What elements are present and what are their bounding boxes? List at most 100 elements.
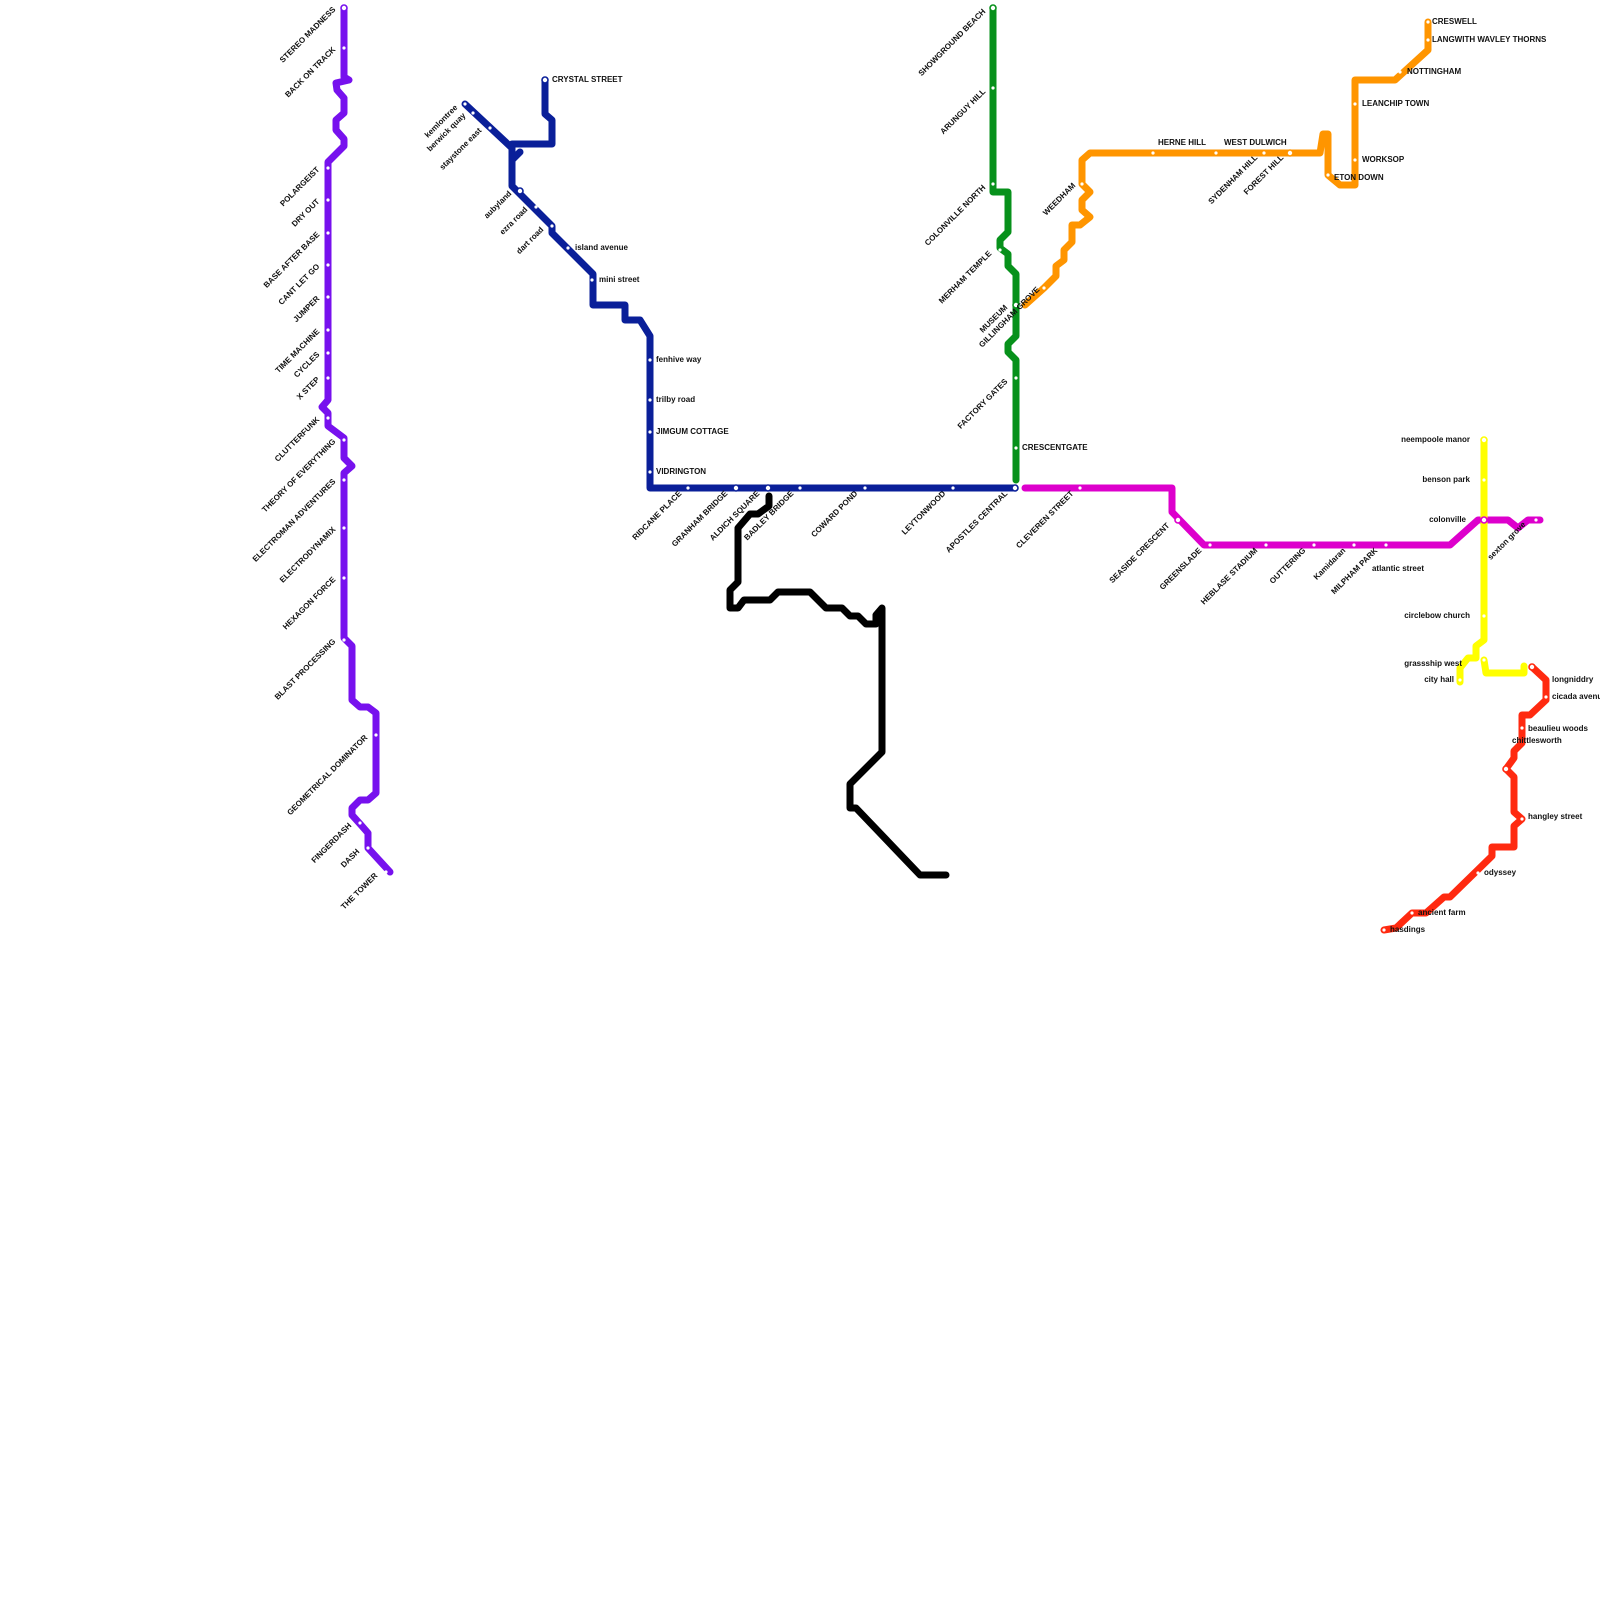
station-marker-herne-hill[interactable] (1151, 151, 1155, 155)
station-marker-coward-pond[interactable] (863, 486, 867, 490)
station-marker-dart-road[interactable] (550, 224, 554, 228)
station-marker-electroman-adventures[interactable] (342, 478, 346, 482)
station-marker-jumper[interactable] (326, 295, 330, 299)
station-marker-leanchip-town[interactable] (1353, 102, 1357, 106)
station-marker-badley-bridge[interactable] (798, 486, 802, 490)
station-marker-nottingham[interactable] (1398, 70, 1402, 74)
station-marker-berwick-quay[interactable] (471, 111, 475, 115)
station-marker-trilby-road[interactable] (648, 398, 652, 402)
station-marker-aldich-square[interactable] (764, 484, 772, 492)
station-marker-cicada-avenue[interactable] (1544, 695, 1548, 699)
station-label-ridcane-place: RIDCANE PLACE (631, 489, 684, 542)
station-marker-clutterfunk[interactable] (326, 416, 330, 420)
station-marker-colonville-north[interactable] (991, 182, 995, 186)
station-marker-langwith-wavley-thorns[interactable] (1426, 38, 1430, 42)
station-label-cleveren-street: CLEVEREN STREET (1014, 489, 1075, 550)
station-marker-milpham-park[interactable] (1384, 543, 1388, 547)
route-layer (318, 4, 1550, 934)
station-marker-longniddry[interactable] (1528, 663, 1536, 671)
station-marker-city-hall[interactable] (1458, 678, 1462, 682)
station-marker-time-machine[interactable] (326, 328, 330, 332)
station-marker-circlebow-church[interactable] (1482, 614, 1486, 618)
station-marker-ridcane-place[interactable] (686, 486, 690, 490)
station-marker-grassship-west[interactable] (1482, 658, 1486, 662)
station-label-mini-street: mini street (599, 275, 640, 284)
station-marker-merham-temple[interactable] (998, 248, 1002, 252)
station-marker-forest-hill[interactable] (1286, 149, 1294, 157)
station-marker-weedham[interactable] (1080, 182, 1084, 186)
station-marker-crystal-street[interactable] (541, 76, 549, 84)
station-marker-dash[interactable] (366, 846, 370, 850)
station-marker-x-step[interactable] (326, 376, 330, 380)
station-marker-mini-street[interactable] (590, 278, 594, 282)
station-label-city-hall: city hall (1424, 675, 1454, 684)
station-marker-cycles[interactable] (326, 351, 330, 355)
station-marker-gillingham-grove[interactable] (1042, 286, 1046, 290)
station-label-heblase-stadium: HEBLASE STADIUM (1199, 546, 1260, 607)
station-marker-vidrington[interactable] (648, 470, 652, 474)
station-marker-greenslade[interactable] (1208, 543, 1212, 547)
station-label-leanchip-town: LEANCHIP TOWN (1362, 99, 1429, 108)
station-marker-museum[interactable] (1012, 301, 1020, 309)
station-marker-chittlesworth[interactable] (1502, 765, 1510, 773)
station-marker-ancient-farm[interactable] (1410, 911, 1414, 915)
station-marker-dry-out[interactable] (326, 198, 330, 202)
station-label-hasdings: hasdings (1390, 925, 1426, 934)
station-marker-sydenham-hill[interactable] (1262, 151, 1266, 155)
station-marker-cant-let-go[interactable] (326, 263, 330, 267)
station-marker-staystone-east[interactable] (488, 126, 492, 130)
station-marker-leytonwood[interactable] (951, 486, 955, 490)
station-marker-seaside-crescent[interactable] (1174, 516, 1182, 524)
station-marker-eton-down[interactable] (1326, 173, 1330, 177)
station-marker-heblase-stadium[interactable] (1264, 543, 1268, 547)
station-label-west-dulwich: WEST DULWICH (1224, 138, 1287, 147)
station-marker-showground-beach[interactable] (989, 4, 997, 12)
station-marker-jimgum-cottage[interactable] (648, 430, 652, 434)
station-marker-the-tower[interactable] (384, 870, 388, 874)
station-label-greenslade: GREENSLADE (1158, 546, 1204, 592)
station-marker-island-avenue[interactable] (566, 246, 570, 250)
station-label-theory-of-everything: THEORY OF EVERYTHING (260, 437, 337, 514)
station-marker-creswell[interactable] (1426, 20, 1430, 24)
station-marker-fingerdash[interactable] (358, 821, 362, 825)
station-marker-geometrical-dominator[interactable] (374, 733, 378, 737)
station-marker-outtering[interactable] (1312, 543, 1316, 547)
station-marker-factory-gates[interactable] (1014, 376, 1018, 380)
station-marker-ezra-road[interactable] (534, 205, 538, 209)
station-marker-odyssey[interactable] (1476, 871, 1480, 875)
station-marker-apostles-central[interactable] (1011, 484, 1019, 492)
station-label-neempoole-manor: neempoole manor (1401, 435, 1470, 444)
station-marker-atlantic-street[interactable] (1442, 552, 1446, 556)
station-marker-west-dulwich[interactable] (1214, 151, 1218, 155)
station-marker-cleveren-street[interactable] (1078, 486, 1082, 490)
station-marker-crescentgate[interactable] (1014, 446, 1018, 450)
station-marker-colonville[interactable] (1480, 516, 1488, 524)
station-marker-kemlontree[interactable] (463, 102, 467, 106)
station-marker-hasdings[interactable] (1382, 928, 1386, 932)
station-label-benson-park: benson park (1422, 475, 1470, 484)
station-marker-sexton-grove[interactable] (1534, 518, 1538, 522)
station-label-blast-processing: BLAST PROCESSING (273, 637, 338, 702)
station-marker-blast-processing[interactable] (342, 638, 346, 642)
station-marker-base-after-base[interactable] (326, 231, 330, 235)
station-marker-arunguy-hill[interactable] (991, 86, 995, 90)
station-marker-granham-bridge[interactable] (732, 484, 740, 492)
station-marker-worksop[interactable] (1353, 158, 1357, 162)
station-marker-electrodynamix[interactable] (342, 526, 346, 530)
station-marker-hangley-street[interactable] (1520, 817, 1524, 821)
station-marker-stereo-madness[interactable] (340, 4, 348, 12)
station-marker-back-on-track[interactable] (342, 46, 346, 50)
station-marker-polargeist[interactable] (326, 166, 330, 170)
station-label-colonville-north: COLONVILLE NORTH (923, 183, 988, 248)
station-marker-kamidaran[interactable] (1352, 543, 1356, 547)
station-marker-theory-of-everything[interactable] (342, 438, 346, 442)
station-marker-beaulieu-woods[interactable] (1520, 726, 1524, 730)
station-label-base-after-base: BASE AFTER BASE (262, 230, 322, 290)
station-marker-benson-park[interactable] (1482, 478, 1486, 482)
station-marker-fenhive-way[interactable] (648, 358, 652, 362)
red-line-route (1380, 663, 1550, 934)
station-label-crystal-street: CRYSTAL STREET (552, 75, 623, 84)
station-marker-aubyland[interactable] (516, 187, 524, 195)
station-marker-hexagon-force[interactable] (342, 576, 346, 580)
station-marker-neempoole-manor[interactable] (1480, 436, 1488, 444)
